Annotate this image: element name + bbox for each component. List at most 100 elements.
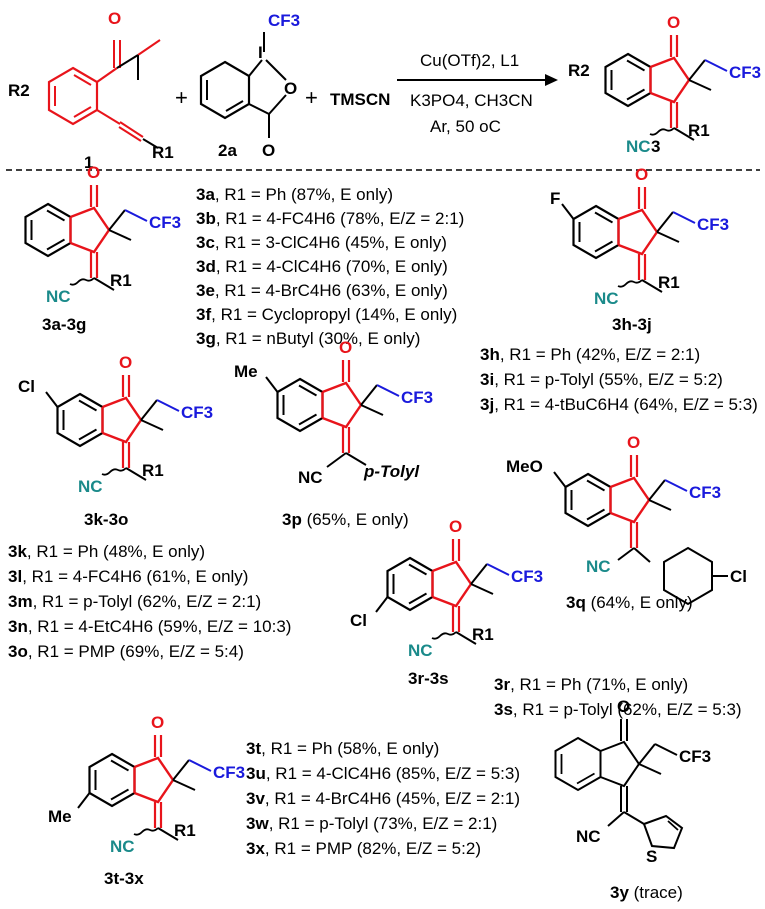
atom-cf3: CF3 [149,213,181,232]
entry-3c-id: 3c [196,233,215,252]
entry-3w: 3w, R1 = p-Tolyl (73%, E/Z = 2:1) [246,814,497,833]
atom-nc: NC [78,477,103,496]
structure-3t-3x: Me O CF3 NC R1 [48,713,245,856]
entry-3l: 3l, R1 = 4-FC4H6 (61%, E only) [8,567,248,586]
entries-3h-3j: 3h, R1 = Ph (42%, E/Z = 2:1) 3i, R1 = p-… [480,345,758,414]
atom-r1: R1 [472,625,494,644]
atom-r1: R1 [152,143,174,162]
entry-3n: 3n, R1 = 4-EtC4H6 (59%, E/Z = 10:3) [8,617,291,636]
structure-3q: MeO O CF3 NC Cl [506,433,747,606]
atom-nc: NC [110,837,135,856]
label-3q-yield: (64%, E only) [586,593,693,612]
atom-o: O [108,9,121,28]
atom-cl: Cl [350,611,367,630]
atom-o: O [449,517,462,536]
label-3y-id: 3y [610,883,629,902]
entry-3o-id: 3o [8,642,28,661]
entry-3u-text: , R1 = 4-ClC4H6 (85%, E/Z = 5:3) [266,764,520,783]
atom-nc: NC [408,641,433,660]
atom-me: Me [48,807,72,826]
label-3p-text: 3p (65%, E only) [282,510,409,529]
atom-s: S [646,847,657,866]
structure-3p: Me O CF3 NC p-Tolyl [234,338,433,487]
label-3y-yield: (trace) [629,883,683,902]
label-3y: 3y (trace) [610,883,683,902]
entry-3n-id: 3n [8,617,28,636]
entry-3s-text: , R1 = p-Tolyl (62%, E/Z = 5:3) [513,700,742,719]
entry-3c-text: , R1 = 3-ClC4H6 (45%, E only) [215,233,447,252]
reagent-2a-label: 2a [218,141,237,160]
atom-nc: NC [46,287,71,306]
entry-3s-id: 3s [494,700,513,719]
atom-nc: NC [576,827,601,846]
entry-3h-id: 3h [480,345,500,364]
entry-3v-id: 3v [246,789,265,808]
conditions-line-2: K3PO4, CH3CN [410,91,533,110]
cyanide-source: TMSCN [330,90,390,109]
label-3q-text: 3q (64%, E only) [566,593,693,612]
entry-3x: 3x, R1 = PMP (82%, E/Z = 5:2) [246,839,481,858]
entry-3t-id: 3t [246,739,261,758]
entry-3k-text: , R1 = Ph (48%, E only) [27,542,205,561]
entry-3i: 3i, R1 = p-Tolyl (55%, E/Z = 5:2) [480,370,723,389]
atom-p-tolyl: p-Tolyl [363,462,420,481]
entry-3r-text: , R1 = Ph (71%, E only) [510,675,688,694]
entry-3d-text: , R1 = 4-ClC4H6 (70%, E only) [216,257,448,276]
entry-3g-id: 3g [196,329,216,348]
atom-r1: R1 [110,271,132,290]
entry-3v-text: , R1 = 4-BrC4H6 (45%, E/Z = 2:1) [265,789,520,808]
entry-3i-text: , R1 = p-Tolyl (55%, E/Z = 5:2) [494,370,723,389]
atom-me: Me [234,362,258,381]
atom-nc: NC [594,289,619,308]
entry-3e-text: , R1 = 4-BrC4H6 (63%, E only) [215,281,448,300]
entry-3b-id: 3b [196,209,216,228]
entry-3v: 3v, R1 = 4-BrC4H6 (45%, E/Z = 2:1) [246,789,520,808]
group-label-3r-3s: 3r-3s [408,669,449,688]
structure-3r-3s: Cl O CF3 NC R1 [350,517,543,660]
entry-3d-id: 3d [196,257,216,276]
structure-3h-3j: F O CF3 NC R1 [550,165,729,308]
entry-3u-id: 3u [246,764,266,783]
atom-cf3: CF3 [729,63,761,82]
group-label-3k-3o: 3k-3o [84,510,128,529]
atom-o: O [151,713,164,732]
reaction-arrow [397,74,558,86]
entry-3x-id: 3x [246,839,265,858]
product-3: O R2 CF3 NC R1 3 [568,13,761,156]
entry-3d: 3d, R1 = 4-ClC4H6 (70%, E only) [196,257,448,276]
entry-3o-text: , R1 = PMP (69%, E/Z = 5:4) [28,642,244,661]
atom-o: O [87,163,100,182]
entry-3f: 3f, R1 = Cyclopropyl (14%, E only) [196,305,457,324]
atom-r1: R1 [658,273,680,292]
reagent-2a: I CF3 O O 2a [199,11,300,160]
atom-nc: NC [586,557,611,576]
atom-o-carbonyl: O [262,141,275,160]
entry-3j: 3j, R1 = 4-tBuC6H4 (64%, E/Z = 5:3) [480,395,758,414]
entry-3a: 3a, R1 = Ph (87%, E only) [196,185,393,204]
entry-3l-text: , R1 = 4-FC4H6 (61%, E only) [22,567,248,586]
atom-cf3: CF3 [511,567,543,586]
atom-o: O [635,165,648,184]
product-3-label: 3 [651,137,660,156]
atom-cf3: CF3 [689,483,721,502]
entry-3b: 3b, R1 = 4-FC4H6 (78%, E/Z = 2:1) [196,209,464,228]
label-3p-id: 3p [282,510,302,529]
entry-3k: 3k, R1 = Ph (48%, E only) [8,542,205,561]
atom-cl: Cl [18,377,35,396]
entry-3t: 3t, R1 = Ph (58%, E only) [246,739,439,758]
group-label-3t-3x: 3t-3x [104,869,144,888]
atom-o: O [627,433,640,452]
atom-o: O [119,353,132,372]
entry-3w-id: 3w [246,814,269,833]
entry-3f-id: 3f [196,305,211,324]
conditions-line-3: Ar, 50 oC [430,117,501,136]
entries-3t-3x: 3t, R1 = Ph (58%, E only) 3u, R1 = 4-ClC… [246,739,520,858]
entry-3k-id: 3k [8,542,27,561]
label-3y-text: 3y (trace) [610,883,683,902]
entry-3e-id: 3e [196,281,215,300]
atom-meo: MeO [506,457,543,476]
entry-3f-text: , R1 = Cyclopropyl (14%, E only) [211,305,457,324]
entry-3t-text: , R1 = Ph (58%, E only) [261,739,439,758]
entries-3a-3g: 3a, R1 = Ph (87%, E only) 3b, R1 = 4-FC4… [196,185,464,348]
entry-3c: 3c, R1 = 3-ClC4H6 (45%, E only) [196,233,447,252]
